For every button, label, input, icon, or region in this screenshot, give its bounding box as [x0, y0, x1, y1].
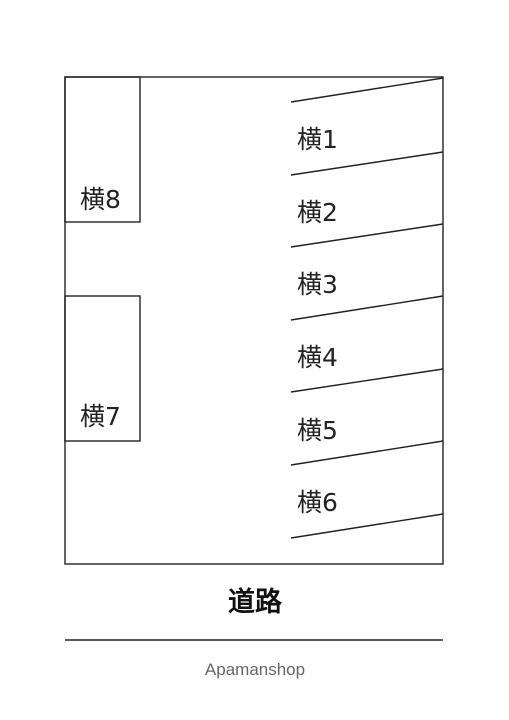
credit-text: Apamanshop [205, 660, 305, 679]
space-7-label: 横7 [80, 402, 121, 431]
angled-divider-3 [290, 223, 444, 248]
space-8-label: 横8 [80, 185, 121, 214]
space-6-label: 横6 [297, 488, 338, 517]
angled-divider-7 [290, 513, 444, 539]
space-4-label: 横4 [297, 343, 338, 372]
space-5-label: 横5 [297, 416, 338, 445]
space-1-label: 横1 [297, 125, 338, 154]
lot-boundary [64, 76, 444, 565]
space-7-box [64, 295, 141, 442]
angled-divider-6 [290, 440, 444, 466]
angled-divider-4 [290, 295, 444, 321]
space-8-box [64, 76, 141, 223]
angled-divider-5 [290, 368, 444, 393]
space-2-label: 横2 [297, 198, 338, 227]
angled-divider-2 [290, 151, 444, 176]
road-label: 道路 [228, 586, 283, 618]
angled-divider-1 [290, 77, 444, 103]
space-3-label: 横3 [297, 270, 338, 299]
